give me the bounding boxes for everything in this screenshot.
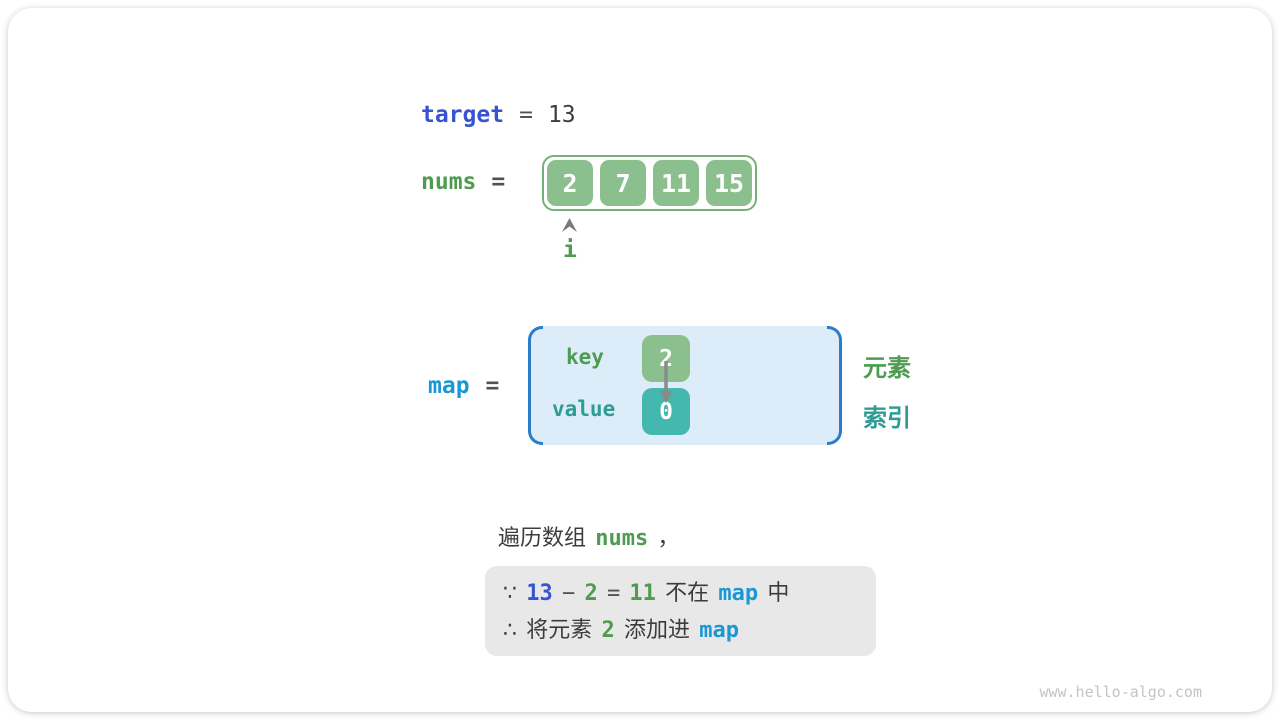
map-equals: = bbox=[485, 373, 500, 399]
text-segment: 添加进 bbox=[623, 618, 690, 643]
index-side-label: 索引 bbox=[863, 404, 911, 432]
text-segment: 2 bbox=[601, 618, 615, 643]
map-label: map = bbox=[428, 373, 499, 399]
site-watermark: www.hello-algo.com bbox=[1039, 683, 1202, 701]
array-cell: 15 bbox=[706, 160, 752, 206]
text-segment: 中 bbox=[767, 581, 790, 606]
index-pointer-label: i bbox=[563, 237, 577, 263]
map-keyword: map bbox=[428, 373, 470, 399]
caption-intro: 遍历数组 nums ， bbox=[498, 520, 679, 552]
array-cell: 11 bbox=[653, 160, 699, 206]
right-bracket-icon bbox=[827, 326, 842, 445]
note-box: ∵ 13−2 = 11 不在 map 中 ∴ 将元素 2 添加进 map bbox=[485, 566, 876, 656]
key-to-value-arrow-icon bbox=[659, 361, 673, 403]
target-line: target = 13 bbox=[421, 102, 576, 128]
target-keyword: target bbox=[421, 102, 505, 128]
text-segment: − bbox=[561, 581, 576, 606]
text-segment: map bbox=[699, 618, 739, 643]
text-segment: 将元素 bbox=[526, 618, 593, 643]
array-cell: 2 bbox=[547, 160, 593, 206]
map-box: key 2 value 0 bbox=[528, 326, 842, 445]
nums-array: 2 7 11 15 bbox=[542, 155, 757, 211]
note-line-therefore: ∴ 将元素 2 添加进 map bbox=[503, 612, 876, 649]
nums-label: nums = bbox=[421, 169, 505, 195]
text-segment: = bbox=[606, 581, 621, 606]
index-pointer-icon bbox=[562, 218, 577, 232]
text-segment: ∵ bbox=[503, 581, 517, 606]
note-line-because: ∵ 13−2 = 11 不在 map 中 bbox=[503, 575, 876, 612]
target-value: 13 bbox=[547, 102, 576, 128]
map-key-label: key bbox=[566, 345, 604, 369]
target-equals: = bbox=[519, 102, 533, 128]
text-segment: nums bbox=[595, 526, 649, 551]
nums-keyword: nums bbox=[421, 169, 477, 195]
text-segment: 遍历数组 bbox=[498, 526, 587, 551]
text-segment: 2 bbox=[584, 581, 598, 606]
text-segment: ， bbox=[657, 526, 680, 551]
left-bracket-icon bbox=[528, 326, 543, 445]
text-segment: ∴ bbox=[503, 618, 517, 643]
element-side-label: 元素 bbox=[863, 354, 911, 382]
text-segment: 不在 bbox=[665, 581, 710, 606]
figure-card: target = 13 nums = 2 7 11 15 i map = ke bbox=[8, 8, 1272, 712]
text-segment: 11 bbox=[629, 581, 656, 606]
text-segment: map bbox=[718, 581, 759, 606]
array-cell: 7 bbox=[600, 160, 646, 206]
nums-equals: = bbox=[491, 169, 506, 195]
text-segment: 13 bbox=[526, 581, 553, 606]
map-value-label: value bbox=[552, 397, 616, 421]
